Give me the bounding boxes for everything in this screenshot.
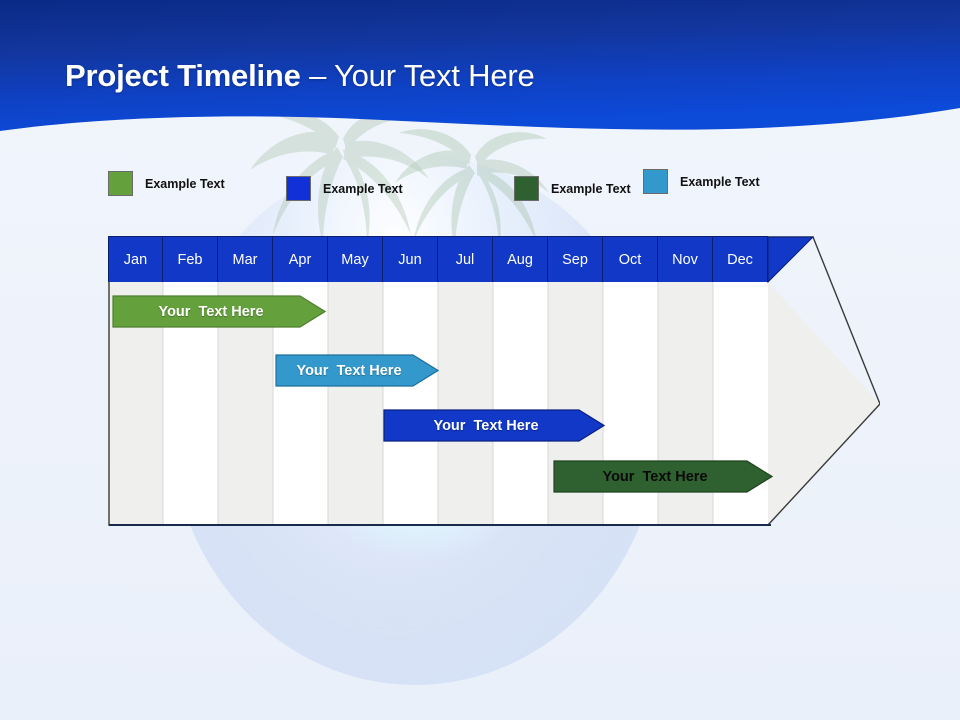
month-header-oct[interactable]: Oct [603,236,658,282]
bar-label: Your Text Here [158,303,264,320]
chart-column-may [328,282,383,526]
bar-label: Your Text Here [602,468,708,485]
chart-column-aug [493,282,548,526]
legend-item: Example Text [108,171,225,196]
month-header-mar[interactable]: Mar [218,236,273,282]
legend-label: Example Text [680,174,760,189]
month-header-jul[interactable]: Jul [438,236,493,282]
legend-item: Example Text [286,176,403,201]
legend-swatch [643,169,668,194]
timeline-bar[interactable]: Your Text Here [112,295,326,328]
legend-swatch [108,171,133,196]
timeline-bar[interactable]: Your Text Here [383,409,605,442]
month-header-jun[interactable]: Jun [383,236,438,282]
chart-column-jul [438,282,493,526]
chart-column-jun [383,282,438,526]
bar-arrow-shape [112,295,326,328]
legend-item: Example Text [643,169,760,194]
bar-arrow-shape [383,409,605,442]
month-header-dec[interactable]: Dec [713,236,768,282]
legend-label: Example Text [145,176,225,191]
month-header-may[interactable]: May [328,236,383,282]
month-header-apr[interactable]: Apr [273,236,328,282]
palm-tree-watermark [250,109,549,251]
bar-arrow-shape [275,354,439,387]
legend-item: Example Text [514,176,631,201]
timeline-bar[interactable]: Your Text Here [553,460,773,493]
month-header-nov[interactable]: Nov [658,236,713,282]
header-band [0,0,960,131]
bar-label: Your Text Here [433,417,539,434]
month-header-sep[interactable]: Sep [548,236,603,282]
page-title-rest: – Your Text Here [300,58,535,93]
legend: Example Text Example Text Example Text Exam… [108,168,828,201]
legend-label: Example Text [551,181,631,196]
bar-label: Your Text Here [296,362,402,379]
month-header-aug[interactable]: Aug [493,236,548,282]
timeline-bar[interactable]: Your Text Here [275,354,439,387]
month-header-jan[interactable]: Jan [108,236,163,282]
page-title: Project Timeline – Your Text Here [65,58,535,94]
legend-swatch [286,176,311,201]
legend-label: Example Text [323,181,403,196]
legend-swatch [514,176,539,201]
page-title-bold: Project Timeline [65,58,301,93]
month-header-feb[interactable]: Feb [163,236,218,282]
bar-arrow-shape [553,460,773,493]
